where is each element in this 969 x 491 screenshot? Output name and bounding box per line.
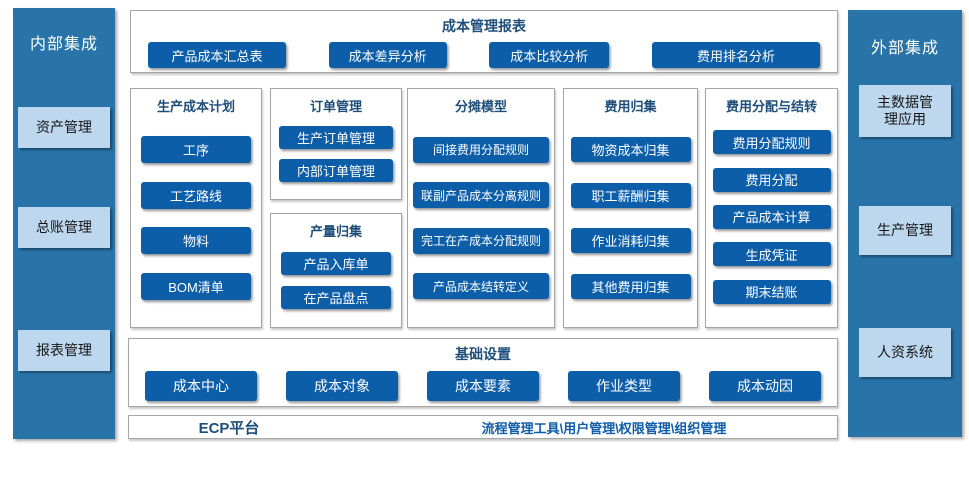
- production-management-button[interactable]: 生产管理: [859, 206, 951, 255]
- product-inbound-order-button[interactable]: 产品入库单: [281, 252, 391, 276]
- expense-collection-title: 费用归集: [604, 99, 657, 114]
- asset-management-button[interactable]: 资产管理: [18, 107, 110, 148]
- expense-allocation-carryover-title: 费用分配与结转: [725, 99, 817, 114]
- material-cost-collection-button[interactable]: 物资成本归集: [570, 137, 691, 163]
- ecp-platform-label: ECP平台: [198, 419, 260, 437]
- voucher-generation-button[interactable]: 生成凭证: [712, 242, 831, 267]
- material-button[interactable]: 物料: [141, 227, 251, 255]
- master-data-app-button[interactable]: 主数据管理应用: [859, 85, 951, 137]
- internal-integration-sidebar: 内部集成 资产管理 总账管理 报表管理: [13, 8, 115, 439]
- finished-wip-cost-allocation-rule-button[interactable]: 完工在产成本分配规则: [413, 227, 549, 254]
- product-cost-summary-button[interactable]: 产品成本汇总表: [148, 42, 286, 68]
- indirect-expense-allocation-rule-button[interactable]: 间接费用分配规则: [413, 136, 549, 163]
- cost-report-panel-title: 成本管理报表: [442, 18, 526, 34]
- bom-list-button[interactable]: BOM清单: [141, 273, 251, 301]
- base-settings-title: 基础设置: [455, 346, 511, 362]
- wip-stocktaking-button[interactable]: 在产品盘点: [281, 285, 391, 309]
- cost-object-button[interactable]: 成本对象: [286, 371, 398, 401]
- other-expense-collection-button[interactable]: 其他费用归集: [570, 273, 691, 299]
- expense-collection-panel: 费用归集 物资成本归集 职工薪酬归集 作业消耗归集 其他费用归集: [563, 88, 698, 328]
- product-cost-carryover-definition-button[interactable]: 产品成本结转定义: [413, 273, 549, 300]
- cost-report-panel: 成本管理报表 产品成本汇总表 成本差异分析 成本比较分析 费用排名分析: [130, 10, 838, 73]
- output-collection-panel: 产量归集 产品入库单 在产品盘点: [270, 213, 402, 328]
- allocation-model-title: 分摊模型: [454, 99, 507, 114]
- process-route-button[interactable]: 工艺路线: [141, 181, 251, 209]
- order-management-panel: 订单管理 生产订单管理 内部订单管理: [270, 88, 402, 200]
- expense-allocation-carryover-panel: 费用分配与结转 费用分配规则 费用分配 产品成本计算 生成凭证 期末结账: [705, 88, 838, 328]
- process-button[interactable]: 工序: [141, 135, 251, 163]
- output-collection-title: 产量归集: [309, 224, 362, 239]
- production-order-mgmt-button[interactable]: 生产订单管理: [279, 126, 393, 150]
- cost-comparison-analysis-button[interactable]: 成本比较分析: [489, 42, 610, 68]
- hr-system-button[interactable]: 人资系统: [859, 328, 951, 377]
- internal-integration-title: 内部集成: [29, 36, 98, 53]
- production-cost-plan-title: 生产成本计划: [156, 99, 235, 114]
- expense-allocation-button[interactable]: 费用分配: [712, 167, 831, 192]
- general-ledger-button[interactable]: 总账管理: [18, 207, 110, 248]
- joint-byproduct-cost-separation-rule-button[interactable]: 联副产品成本分离规则: [413, 182, 549, 209]
- allocation-model-panel: 分摊模型 间接费用分配规则 联副产品成本分离规则 完工在产成本分配规则 产品成本…: [407, 88, 555, 328]
- ecp-platform-bar: ECP平台 流程管理工具\用户管理\权限管理\组织管理: [128, 415, 838, 439]
- activity-type-button[interactable]: 作业类型: [568, 371, 680, 401]
- base-settings-panel: 基础设置 成本中心 成本对象 成本要素 作业类型 成本动因: [128, 338, 838, 407]
- expense-allocation-rule-button[interactable]: 费用分配规则: [712, 130, 831, 155]
- external-integration-sidebar: 外部集成 主数据管理应用 生产管理 人资系统: [848, 10, 962, 437]
- external-integration-title: 外部集成: [870, 40, 939, 57]
- report-management-button[interactable]: 报表管理: [18, 330, 110, 371]
- cost-driver-button[interactable]: 成本动因: [709, 371, 821, 401]
- expense-ranking-analysis-button[interactable]: 费用排名分析: [651, 42, 820, 68]
- cost-center-button[interactable]: 成本中心: [145, 371, 257, 401]
- product-cost-calculation-button[interactable]: 产品成本计算: [712, 204, 831, 229]
- period-end-closing-button[interactable]: 期末结账: [712, 279, 831, 304]
- cost-element-button[interactable]: 成本要素: [427, 371, 539, 401]
- platform-tools-label: 流程管理工具\用户管理\权限管理\组织管理: [481, 420, 727, 436]
- employee-compensation-collection-button[interactable]: 职工薪酬归集: [570, 182, 691, 208]
- order-management-title: 订单管理: [309, 99, 362, 114]
- activity-consumption-collection-button[interactable]: 作业消耗归集: [570, 228, 691, 254]
- production-cost-plan-panel: 生产成本计划 工序 工艺路线 物料 BOM清单: [130, 88, 262, 328]
- internal-order-mgmt-button[interactable]: 内部订单管理: [279, 158, 393, 182]
- cost-variance-analysis-button[interactable]: 成本差异分析: [328, 42, 447, 68]
